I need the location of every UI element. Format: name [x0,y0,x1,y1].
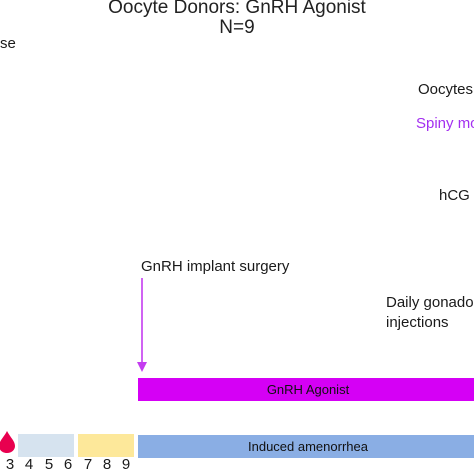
gnrh-implant-label: GnRH implant surgery [141,258,290,275]
day-label: 8 [102,456,112,473]
cycle-phase-yellow [78,434,134,457]
implant-arrow-icon [137,278,147,372]
day-label: 9 [121,456,131,473]
left-partial-label: se [0,35,16,52]
gnrh-agonist-bar: GnRH Agonist [138,378,474,401]
daily-injections-line1: Daily gonado [386,294,474,311]
day-label: 4 [24,456,34,473]
diagram-title: Oocyte Donors: GnRH Agonist [108,0,366,18]
day-label: 6 [63,456,73,473]
blood-drop-icon [0,431,15,453]
cycle-phase-blue [18,434,74,457]
day-label: 3 [5,456,15,473]
sample-size: N=9 [219,17,255,38]
hcg-label: hCG i [439,187,474,204]
daily-injections-line2: injections [386,314,449,331]
oocytes-label: Oocytes [418,81,474,98]
spiny-mouse-label: Spiny mo [416,115,474,132]
day-label: 7 [83,456,93,473]
day-label: 5 [44,456,54,473]
induced-amenorrhea-bar: Induced amenorrhea [138,435,474,458]
